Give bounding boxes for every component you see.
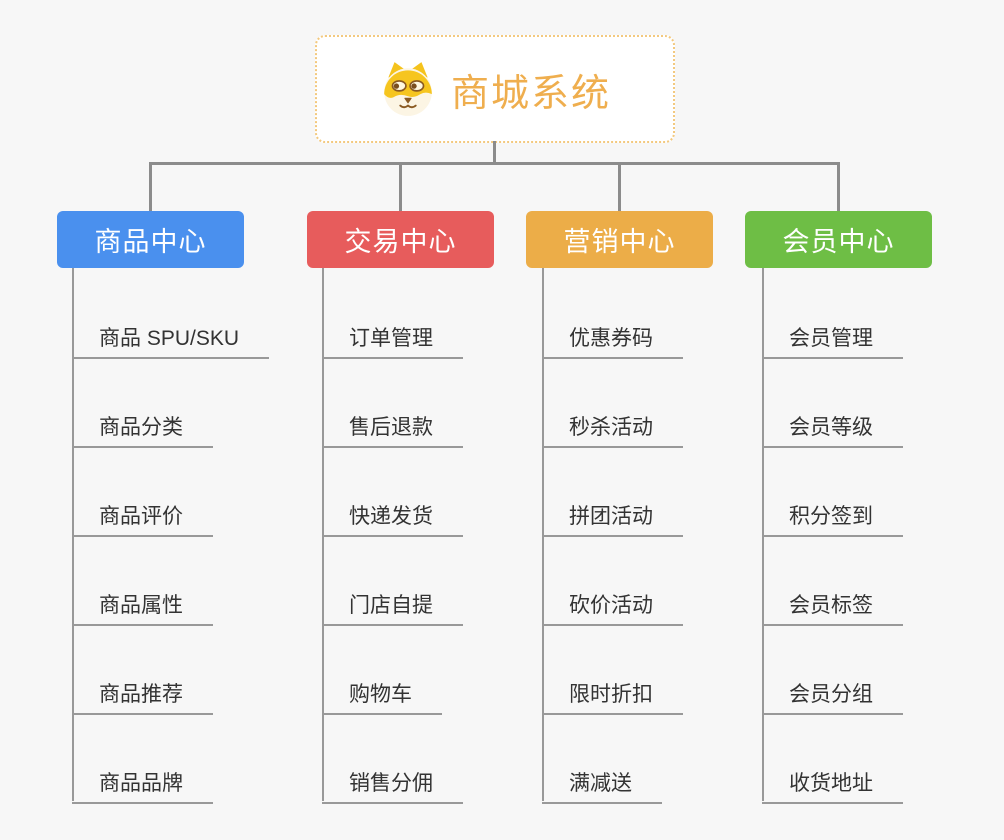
connector-drop-member [837,162,840,212]
branch-label: 会员中心 [782,227,895,257]
child-node[interactable]: 秒杀活动 [542,405,683,448]
connector-drop-marketing [618,162,621,212]
child-node[interactable]: 砍价活动 [542,583,683,626]
child-node[interactable]: 订单管理 [322,316,463,359]
root-title: 商城系统 [450,72,611,115]
connector-drop-product [149,162,152,212]
connector-rail [149,162,840,165]
branch-label: 商品中心 [94,227,207,257]
doge-icon [379,60,437,118]
child-node[interactable]: 满减送 [542,761,662,804]
connector-column-trade [322,268,324,801]
child-node[interactable]: 限时折扣 [542,672,683,715]
child-node[interactable]: 优惠券码 [542,316,683,359]
child-node[interactable]: 收货地址 [762,761,903,804]
branch-node-product-center[interactable]: 商品中心 [57,211,244,268]
child-node[interactable]: 快递发货 [322,494,463,537]
connector-drop-trade [399,162,402,212]
child-node[interactable]: 会员等级 [762,405,903,448]
branch-node-marketing-center[interactable]: 营销中心 [526,211,713,268]
root-node[interactable]: 商城系统 [315,35,675,143]
child-node[interactable]: 购物车 [322,672,442,715]
branch-label: 营销中心 [563,227,676,257]
connector-column-marketing [542,268,544,801]
child-node[interactable]: 拼团活动 [542,494,683,537]
child-node[interactable]: 商品 SPU/SKU [72,316,270,359]
child-node[interactable]: 会员标签 [762,583,903,626]
connector-root-stem [493,141,496,164]
child-node[interactable]: 销售分佣 [322,761,463,804]
child-node[interactable]: 商品评价 [72,494,213,537]
branch-node-trade-center[interactable]: 交易中心 [307,211,494,268]
child-node[interactable]: 会员管理 [762,316,903,359]
branch-node-member-center[interactable]: 会员中心 [745,211,932,268]
child-node[interactable]: 商品属性 [72,583,213,626]
branch-label: 交易中心 [344,227,457,257]
connector-column-product [72,268,74,801]
child-node[interactable]: 售后退款 [322,405,463,448]
child-node[interactable]: 积分签到 [762,494,903,537]
connector-column-member [762,268,764,801]
child-node[interactable]: 门店自提 [322,583,463,626]
child-node[interactable]: 会员分组 [762,672,903,715]
child-node[interactable]: 商品品牌 [72,761,213,804]
child-node[interactable]: 商品分类 [72,405,213,448]
child-node[interactable]: 商品推荐 [72,672,213,715]
